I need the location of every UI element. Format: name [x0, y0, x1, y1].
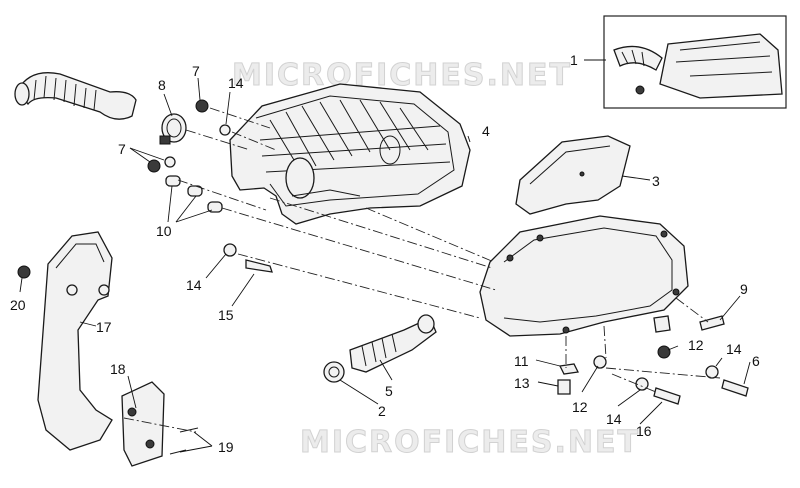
watermark-top: MICROFICHES.NET	[232, 58, 572, 93]
callout-15: 15	[218, 307, 234, 323]
callout-11: 11	[514, 353, 529, 369]
callout-12-lower: 12	[572, 399, 588, 415]
callout-20: 20	[10, 297, 26, 313]
exploded-view-lines	[123, 107, 721, 433]
fasteners	[17, 99, 749, 455]
callout-4: 4	[482, 123, 490, 139]
connector-sleeve	[349, 314, 437, 373]
air-box-cover	[479, 215, 689, 337]
callout-14-left: 14	[186, 277, 202, 293]
callout-9: 9	[740, 281, 748, 297]
hose-clamp	[323, 361, 345, 383]
callout-12-right: 12	[688, 337, 704, 353]
callout-17: 17	[96, 319, 112, 335]
callout-1: 1	[570, 52, 578, 68]
watermark-bottom: MICROFICHES.NET	[300, 425, 640, 460]
callout-7-left: 7	[118, 141, 126, 157]
callout-6: 6	[752, 353, 760, 369]
callout-labels: 1 2 3 4 5 6 7 7 8 9 10 11 12 12 13 14 14…	[10, 52, 760, 455]
filter-element	[515, 135, 631, 215]
bracket-plate	[121, 381, 165, 467]
callout-10: 10	[156, 223, 172, 239]
callout-18: 18	[110, 361, 126, 377]
heat-shield	[37, 231, 113, 451]
callout-16: 16	[636, 423, 652, 439]
callout-5: 5	[385, 383, 393, 399]
callout-13: 13	[514, 375, 530, 391]
callout-14-lower: 14	[606, 411, 622, 427]
callout-2: 2	[378, 403, 386, 419]
callout-8: 8	[158, 77, 166, 93]
air-box-housing	[229, 83, 471, 225]
assembly-inset	[603, 15, 787, 109]
callout-14-right: 14	[726, 341, 742, 357]
leader-lines	[19, 59, 751, 453]
intake-duct-hose	[14, 72, 137, 120]
hose-clamp-top	[159, 113, 187, 145]
callout-19: 19	[218, 439, 234, 455]
callout-3: 3	[652, 173, 660, 189]
callout-14-top: 14	[228, 75, 244, 91]
callout-7-top: 7	[192, 63, 200, 79]
